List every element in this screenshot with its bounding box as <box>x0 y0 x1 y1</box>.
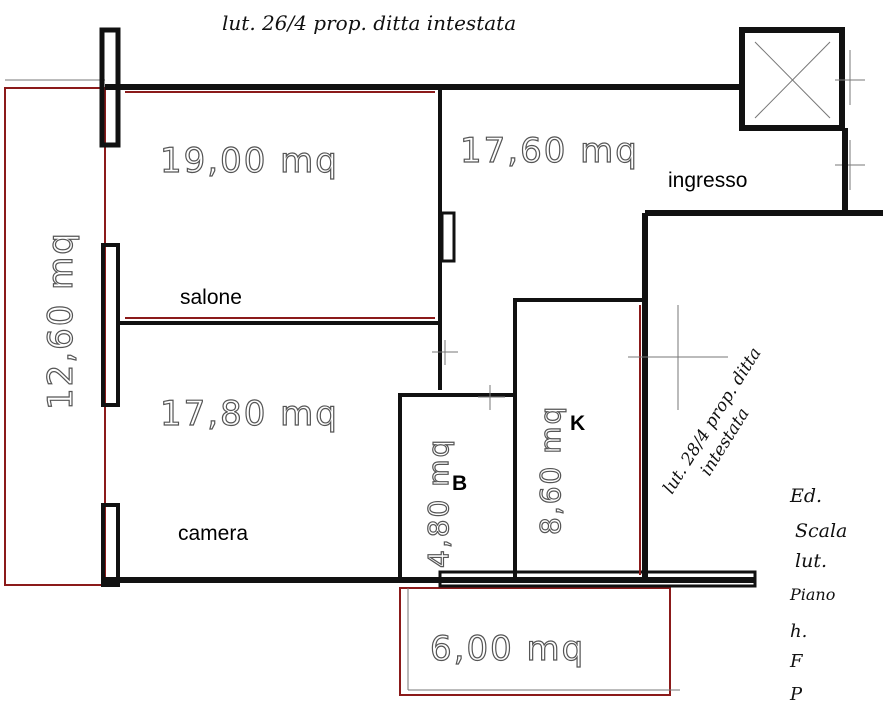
camera-area: 17,80 mq <box>160 394 339 434</box>
legend: Ed. Scala lut. Piano h. F P <box>789 485 847 705</box>
salone-area: 19,00 mq <box>160 141 339 181</box>
header-note: lut. 26/4 prop. ditta intestata <box>222 11 516 35</box>
salone-label: salone <box>180 286 242 309</box>
legend-p: P <box>789 684 803 705</box>
stair-shaft <box>739 27 865 190</box>
legend-ed: Ed. <box>789 485 822 507</box>
legend-scala: Scala <box>795 520 847 542</box>
walls <box>99 27 883 588</box>
left-balcony-area: 12,60 mq <box>41 231 81 410</box>
bottom-balcony <box>399 587 671 696</box>
bagno-label: B <box>452 472 467 495</box>
ingresso-label: ingresso <box>668 169 747 192</box>
bottom-balcony-area: 6,00 mq <box>430 629 585 669</box>
cucina-area: 8,60 mq <box>534 405 567 535</box>
legend-h: h. <box>790 621 807 642</box>
legend-int: lut. <box>795 550 827 572</box>
camera-label: camera <box>178 522 248 545</box>
legend-piano: Piano <box>789 585 835 604</box>
legend-f: F <box>789 651 804 672</box>
cucina-label: K <box>570 412 585 435</box>
crosshair-marks <box>432 305 728 410</box>
bagno-area: 4,80 mq <box>422 438 455 568</box>
ingresso-area: 17,60 mq <box>460 131 639 171</box>
